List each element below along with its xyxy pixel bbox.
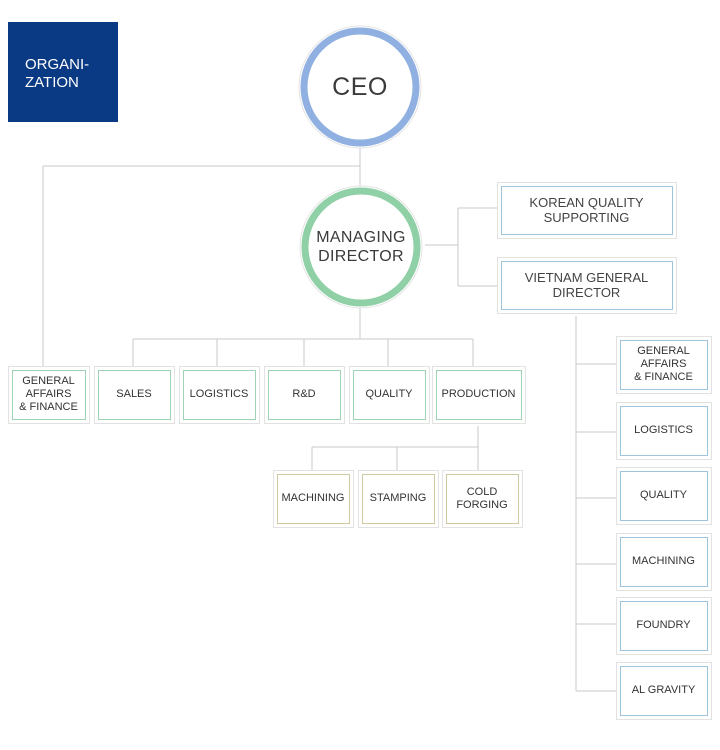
unit-stamping (362, 474, 435, 524)
korean-quality-supporting-box-label: KOREAN QUALITY SUPPORTING (529, 195, 644, 225)
vietnam-general-director-box (501, 261, 673, 310)
vn-quality (620, 471, 708, 521)
ceo-circle (300, 27, 420, 147)
dept-rnd (268, 370, 341, 420)
vn-quality-label: QUALITY (639, 489, 688, 501)
dept-production-label: PRODUCTION (441, 388, 516, 400)
vn-machining-label: MACHINING (632, 555, 695, 567)
organization-badge: ORGANI- ZATION (8, 22, 118, 122)
vn-logistics-label: LOGISTICS (634, 424, 693, 436)
dept-production (436, 370, 522, 420)
unit-cold-forging-label: COLD FORGING (456, 485, 508, 511)
vietnam-general-director-box-label: VIETNAM GENERAL DIRECTOR (524, 270, 649, 300)
vn-general-affairs-finance (620, 340, 708, 390)
dept-logistics-label: LOGISTICS (189, 388, 249, 400)
vn-general-affairs-finance-label: GENERAL AFFAIRS & FINANCE (634, 345, 693, 383)
unit-machining-label: MACHINING (281, 492, 345, 504)
dept-quality (353, 370, 426, 420)
dept-quality-label: QUALITY (365, 388, 413, 400)
vn-al-gravity-label: AL GRAVITY (631, 684, 696, 696)
managing-director-circle (301, 187, 421, 307)
korean-quality-supporting-box (501, 186, 673, 235)
dept-sales (98, 370, 171, 420)
vn-machining (620, 537, 708, 587)
unit-machining (277, 474, 350, 524)
dept-general-affairs-finance-label: GENERAL AFFAIRS & FINANCE (19, 375, 78, 413)
ceo-label: CEO (332, 72, 388, 101)
dept-rnd-label: R&D (292, 388, 316, 400)
organization-title: ORGANI- ZATION (25, 56, 90, 91)
unit-stamping-label: STAMPING (369, 492, 427, 504)
dept-general-affairs-finance (12, 370, 86, 420)
vn-foundry-label: FOUNDRY (636, 619, 691, 631)
unit-cold-forging (446, 474, 519, 524)
managing-director-label: MANAGING DIRECTOR (316, 229, 406, 265)
vn-logistics (620, 406, 708, 456)
dept-logistics (183, 370, 256, 420)
vn-al-gravity (620, 666, 708, 716)
vn-foundry (620, 601, 708, 651)
dept-sales-label: SALES (116, 388, 152, 400)
